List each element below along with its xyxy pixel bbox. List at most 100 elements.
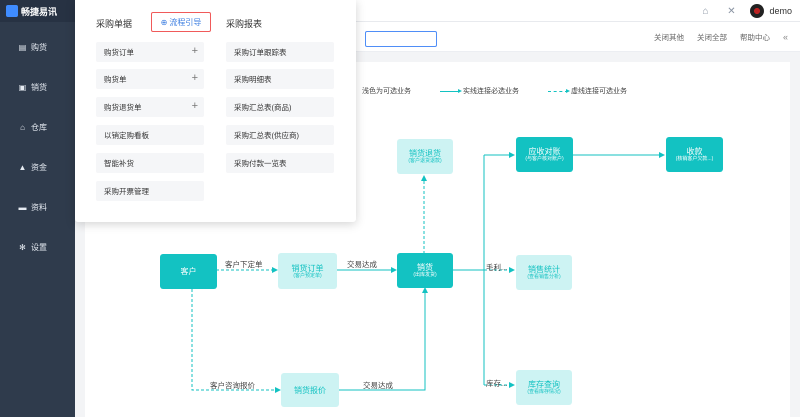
menu-item-invoice-management[interactable]: 采购开票管理 [96, 181, 204, 201]
node-inventory[interactable]: 库存查询 (查看库存情况) [516, 370, 572, 405]
cart-icon: ▤ [18, 42, 27, 52]
node-title: 销货报价 [294, 385, 326, 395]
menu-item-label: 采购付款一览表 [234, 158, 287, 168]
sidebar-item-funds[interactable]: ▲ 资金 [0, 157, 75, 177]
sidebar-item-label: 资金 [31, 162, 47, 172]
dashed-arrow-icon [548, 88, 570, 93]
node-sales[interactable]: 销货 (出库发货) [397, 253, 453, 288]
sidebar-item-label: 设置 [31, 242, 47, 252]
menu-item-purchase-return[interactable]: 购货退货单 + [96, 97, 204, 117]
menu-item-label: 以销定购看板 [104, 130, 149, 140]
menu-item-label: 采购开票管理 [104, 186, 149, 196]
node-subtitle: (核销客户欠款...) [675, 156, 714, 162]
menu-item-label: 智能补货 [104, 158, 134, 168]
menu-item-report-detail[interactable]: 采购明细表 [226, 69, 334, 89]
legend-optional-text: 浅色为可选业务 [362, 88, 411, 95]
node-subtitle: (查看库存情况) [527, 389, 561, 395]
home-icon[interactable]: ⌂ [702, 5, 709, 17]
edge-label-deal: 交易达成 [347, 260, 377, 269]
node-collect[interactable]: 收款 (核销客户欠款...) [666, 137, 723, 172]
menu-item-purchase-receipt[interactable]: 购货单 + [96, 69, 204, 89]
menu-item-report-summary-goods[interactable]: 采购汇总表(商品) [226, 97, 334, 117]
sales-icon: ▣ [18, 82, 27, 92]
flow-guide-label: 流程引导 [169, 17, 202, 27]
node-subtitle: (客户退货退款) [408, 158, 442, 164]
menu-item-purchase-order[interactable]: 购货订单 + [96, 42, 204, 62]
close-all-button[interactable]: 关闭全部 [696, 32, 727, 42]
active-tab[interactable] [365, 31, 437, 47]
section-purchase-docs: 采购单据 [96, 19, 133, 29]
help-center-link[interactable]: 帮助中心 [739, 32, 770, 42]
node-title: 销货订单 [291, 263, 324, 273]
warehouse-icon: ⌂ [20, 122, 25, 132]
plus-icon[interactable]: + [191, 100, 198, 112]
node-subtitle: (与客户核对账户) [525, 156, 564, 162]
menu-item-report-summary-supplier[interactable]: 采购汇总表(供应商) [226, 125, 334, 145]
node-title: 销售统计 [528, 265, 560, 274]
node-sales-quote[interactable]: 销货报价 [281, 373, 339, 407]
menu-item-sales-based-board[interactable]: 以销定购看板 [96, 125, 204, 145]
tab-actions: 关闭其他 关闭全部 帮助中心 « [654, 22, 788, 52]
node-title: 销货 [417, 263, 433, 272]
close-icon[interactable]: ✕ [727, 5, 736, 17]
menu-item-label: 采购汇总表(供应商) [234, 130, 299, 140]
edge-label-profit: 毛利... [486, 263, 508, 272]
sidebar-item-settings[interactable]: ✻ 设置 [0, 237, 75, 257]
avatar [750, 4, 765, 18]
sidebar-item-label: 资料 [31, 202, 47, 212]
node-sales-stats[interactable]: 销售统计 (查看销售分析) [516, 255, 572, 290]
guide-icon: ⊕ [160, 17, 168, 27]
edge-label-inquiry: 客户咨询报价 [210, 381, 255, 390]
purchase-dropdown-menu: 采购单据 ⊕ 流程引导 采购报表 购货订单 + 购货单 + 购货退货单 + 以销… [75, 0, 356, 222]
close-others-button[interactable]: 关闭其他 [653, 32, 684, 42]
menu-item-label: 购货退货单 [104, 102, 142, 112]
node-subtitle: (客户预定单) [293, 272, 322, 279]
menu-item-report-payment[interactable]: 采购付款一览表 [226, 153, 334, 173]
sidebar: 畅捷易讯 ▤ 购货 ▣ 销货 ⌂ 仓库 ▲ 资金 ▬ 资料 ✻ 设置 [0, 0, 75, 417]
legend-solid-text: 实线连接必选业务 [463, 88, 519, 95]
sidebar-item-label: 购货 [31, 42, 47, 52]
node-title: 库存查询 [528, 380, 560, 389]
node-title: 客户 [180, 267, 197, 276]
legend-dashed-text: 虚线连接可选业务 [571, 88, 627, 95]
funds-icon: ▲ [18, 162, 27, 172]
node-sales-order[interactable]: 销货订单 (客户预定单) [278, 253, 337, 289]
sidebar-item-purchase[interactable]: ▤ 购货 [0, 37, 75, 57]
sidebar-item-label: 仓库 [31, 122, 47, 132]
node-title: 收款 [686, 147, 703, 156]
sidebar-item-warehouse[interactable]: ⌂ 仓库 [0, 117, 75, 137]
menu-item-smart-replenish[interactable]: 智能补货 [96, 153, 204, 173]
sidebar-item-data[interactable]: ▬ 资料 [0, 197, 75, 217]
edge-label-place-order: 客户下定单 [225, 260, 263, 269]
brand-logo[interactable]: 畅捷易讯 [0, 0, 75, 22]
menu-item-label: 采购订单跟踪表 [234, 47, 287, 57]
node-title: 销货退货 [409, 149, 441, 158]
plus-icon[interactable]: + [191, 45, 198, 57]
collapse-icon[interactable]: « [782, 32, 788, 42]
user-menu[interactable]: demo [750, 4, 792, 18]
node-subtitle: (查看销售分析) [527, 274, 561, 280]
plus-icon[interactable]: + [191, 72, 198, 84]
menu-item-label: 购货单 [104, 74, 127, 84]
data-icon: ▬ [18, 202, 27, 212]
sidebar-item-sales[interactable]: ▣ 销货 [0, 77, 75, 97]
node-customer[interactable]: 客户 [160, 254, 217, 289]
username: demo [769, 6, 792, 16]
edge-label-deal-quote: 交易达成 [363, 381, 393, 390]
section-purchase-reports: 采购报表 [226, 19, 263, 29]
menu-item-label: 采购明细表 [234, 74, 272, 84]
legend-dashed: 虚线连接可选业务 [548, 86, 627, 96]
node-subtitle: (出库发货) [413, 272, 437, 278]
logo-icon [6, 5, 18, 17]
legend-solid: 实线连接必选业务 [440, 86, 519, 96]
sidebar-item-label: 销货 [31, 82, 47, 92]
flow-guide-button[interactable]: ⊕ 流程引导 [151, 12, 211, 32]
menu-item-label: 购货订单 [104, 47, 134, 57]
menu-item-report-order-tracking[interactable]: 采购订单跟踪表 [226, 42, 334, 62]
gear-icon: ✻ [19, 242, 26, 252]
node-receivable[interactable]: 应收对账 (与客户核对账户) [516, 137, 573, 172]
top-right-actions: ⌂ ✕ demo [698, 0, 792, 22]
menu-item-label: 采购汇总表(商品) [234, 102, 292, 112]
node-sales-return[interactable]: 销货退货 (客户退货退款) [397, 139, 453, 174]
